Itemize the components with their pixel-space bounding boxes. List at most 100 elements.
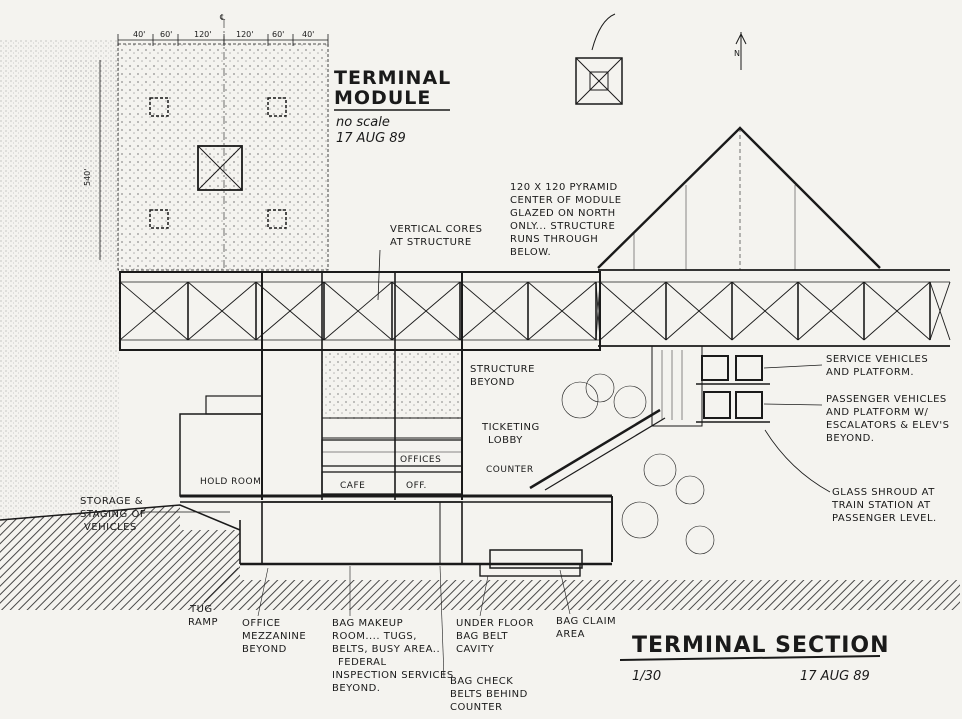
bag-makeup-note: BAG MAKEUP ROOM.... TUGS, BELTS, BUSY AR… — [332, 566, 454, 694]
bag-makeup-line-3: BELTS, BUSY AREA.. — [332, 644, 440, 655]
passenger-line-4: BEYOND. — [826, 433, 874, 444]
truss-diagonal — [323, 281, 393, 341]
bag-check-note: BAG CHECK BELTS BEHIND COUNTER — [439, 565, 527, 713]
pyramid-note-line-2: CENTER OF MODULE — [510, 195, 622, 206]
bag-claim-line-1: BAG CLAIM — [556, 616, 616, 627]
underfloor-line-1: UNDER FLOOR — [456, 618, 534, 629]
passenger-vehicles-note: PASSENGER VEHICLES AND PLATFORM W/ ESCAL… — [763, 394, 949, 444]
centerline-symbol: ℄ — [220, 13, 226, 22]
dim-4: 120' — [236, 30, 253, 39]
bag-claim-carousel — [489, 549, 583, 569]
passenger-line-2: AND PLATFORM W/ — [826, 407, 928, 418]
cores-note-line-2: AT STRUCTURE — [390, 237, 472, 248]
storage-line-3: VEHICLES — [84, 522, 137, 533]
storage-note: STORAGE & STAGING OF VEHICLES — [80, 496, 230, 533]
bag-makeup-line-1: BAG MAKEUP — [332, 618, 403, 629]
dim-6: 40' — [302, 30, 314, 39]
truss-diagonal — [527, 281, 597, 341]
bag-makeup-line-5: INSPECTION SERVICES — [332, 670, 454, 681]
storage-line-1: STORAGE & — [80, 496, 143, 507]
pyramid-note-line-4: ONLY... STRUCTURE — [510, 221, 615, 232]
key-plan-leader — [591, 13, 616, 51]
structure-beyond-line-2: BEYOND — [470, 377, 515, 388]
module-title-2: MODULE — [334, 87, 431, 109]
counter-label: COUNTER — [486, 465, 534, 475]
terminal-building — [179, 272, 770, 577]
north-label: N — [734, 49, 740, 58]
truss-diagonal — [119, 281, 189, 341]
pyramid-note-line-6: BELOW. — [510, 247, 551, 258]
truss-diagonal — [391, 281, 461, 341]
dim-3: 120' — [194, 30, 211, 39]
office-line-2: MEZZANINE — [242, 631, 306, 642]
tug-line-2: RAMP — [188, 617, 218, 628]
key-plan-box — [575, 57, 623, 105]
pyramid-note: 120 X 120 PYRAMID CENTER OF MODULE GLAZE… — [510, 182, 622, 258]
service-vehicles-note: SERVICE VEHICLES AND PLATFORM. — [763, 354, 928, 378]
service-line-1: SERVICE VEHICLES — [826, 354, 928, 365]
glass-shroud-note: GLASS SHROUD AT TRAIN STATION AT PASSENG… — [764, 429, 936, 524]
module-plan-texture — [118, 44, 328, 270]
truss-diagonal — [599, 281, 667, 341]
truss-diagonal — [863, 281, 931, 341]
truss-diagonal — [187, 281, 257, 341]
section-scale: 1/30 — [632, 669, 661, 684]
offices-label: OFFICES — [400, 455, 441, 465]
dim-2: 60' — [160, 30, 172, 39]
hold-room-label: HOLD ROOM — [200, 477, 261, 487]
office-line-1: OFFICE — [242, 618, 281, 629]
service-line-2: AND PLATFORM. — [826, 367, 914, 378]
bag-makeup-line-4: FEDERAL — [338, 657, 387, 668]
ticketing-line-2: LOBBY — [488, 435, 523, 446]
ground-hatch — [0, 505, 960, 610]
office-line-3: BEYOND — [242, 644, 287, 655]
bag-check-line-1: BAG CHECK — [450, 676, 513, 687]
bag-makeup-room — [261, 501, 463, 565]
section-date: 17 AUG 89 — [800, 669, 870, 684]
module-date: 17 AUG 89 — [336, 131, 406, 146]
truss-diagonal — [255, 281, 325, 341]
cafe-block — [321, 471, 463, 495]
passenger-line-3: ESCALATORS & ELEV'S — [826, 420, 949, 431]
tug-line-1: TUG — [189, 604, 213, 615]
frame-bays — [119, 281, 951, 341]
underfloor-note: UNDER FLOOR BAG BELT CAVITY — [456, 575, 534, 655]
cores-leader — [377, 249, 381, 301]
column-grid — [149, 97, 287, 229]
key-plan — [575, 13, 623, 105]
passenger-line-1: PASSENGER VEHICLES — [826, 394, 947, 405]
truss-diagonal — [731, 281, 799, 341]
ticketing-lobby-label: TICKETING LOBBY — [481, 422, 540, 446]
section-title: TERMINAL SECTION — [632, 633, 890, 658]
section-title-underline — [619, 655, 881, 661]
bag-check-line-3: COUNTER — [450, 702, 503, 713]
module-plan-outline — [117, 43, 329, 271]
section-title-block: TERMINAL SECTION 1/30 17 AUG 89 — [619, 633, 890, 684]
center-pyramid-plan — [197, 145, 243, 191]
truss-diagonal — [459, 281, 529, 341]
truss-diagonal — [797, 281, 865, 341]
dim-1: 40' — [133, 30, 145, 39]
storage-line-2: STAGING OF — [80, 509, 146, 520]
underfloor-line-3: CAVITY — [456, 644, 495, 655]
grade-line — [0, 504, 241, 531]
service-vehicle-2 — [735, 355, 763, 381]
underfloor-line-2: BAG BELT — [456, 631, 508, 642]
passenger-leader — [763, 403, 823, 406]
tower-right — [651, 345, 703, 427]
glass-line-1: GLASS SHROUD AT — [832, 487, 935, 498]
bag-claim-note: BAG CLAIM AREA — [556, 569, 616, 640]
glass-line-2: TRAIN STATION AT — [831, 500, 931, 511]
escalator — [529, 408, 661, 490]
ticketing-line-1: TICKETING — [481, 422, 540, 433]
glass-leader — [764, 429, 831, 493]
dim-side: 540' — [83, 169, 92, 186]
north-arrow-icon: N — [734, 32, 747, 70]
bag-makeup-line-6: BEYOND. — [332, 683, 380, 694]
pyramid-section — [597, 126, 881, 270]
service-leader — [763, 364, 823, 369]
smudge-left-inner — [60, 60, 120, 260]
module-title-1: TERMINAL — [334, 67, 451, 89]
underfloor-cavity — [479, 563, 581, 577]
